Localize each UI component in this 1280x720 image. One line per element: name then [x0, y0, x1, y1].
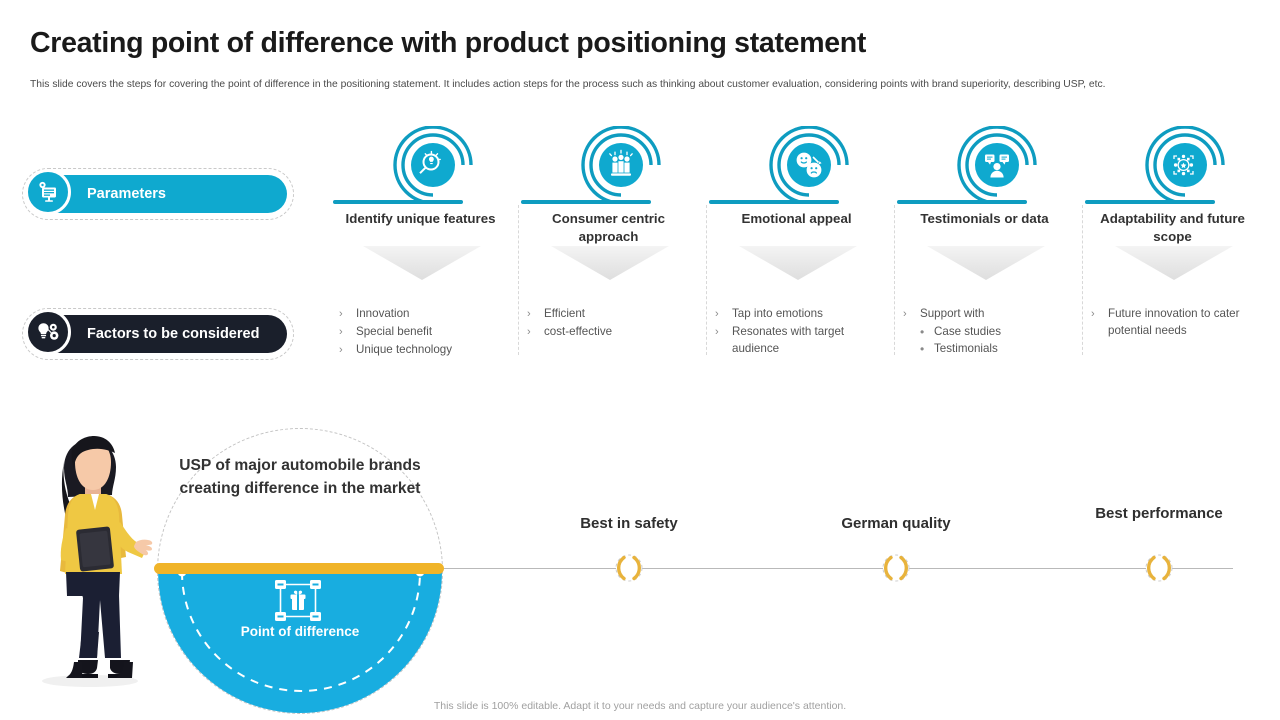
- chevron-bullet-icon: ›: [527, 308, 531, 320]
- list-item: › Support with: [903, 306, 1075, 323]
- column-divider: [1082, 205, 1083, 355]
- chevron-bullet-icon: ›: [715, 308, 719, 320]
- timeline-label-1: Best in safety: [580, 515, 678, 532]
- column-title: Consumer centric approach: [551, 211, 666, 244]
- column-list: › Support with • Case studies • Testimon…: [903, 306, 1075, 359]
- column-identify-unique-features[interactable]: Identify unique features › Innovation › …: [333, 125, 508, 356]
- list-item-text: Support with: [920, 307, 985, 320]
- column-adaptability-and-future-scope[interactable]: Adaptability and future scope › Future i…: [1085, 125, 1260, 337]
- column-testimonials-or-data[interactable]: Testimonials or data › Support with • Ca…: [897, 125, 1072, 356]
- chevron-bullet-icon: ›: [527, 325, 531, 338]
- column-accent-bar: [897, 200, 1027, 204]
- column-accent-bar: [709, 200, 839, 204]
- timeline-label-3: Best performance: [1095, 505, 1223, 522]
- timeline-node-1[interactable]: [613, 552, 645, 584]
- sub-list-item: • Testimonials: [903, 341, 1075, 359]
- chevron-bullet-icon: ›: [1091, 308, 1095, 320]
- chevron-bullet-icon: ›: [339, 325, 343, 338]
- timeline-node-2[interactable]: [880, 552, 912, 584]
- adaptability-network-icon: [1137, 125, 1233, 205]
- magnifier-lightbulb-icon: [385, 125, 481, 205]
- chevron-down-icon: [1115, 246, 1233, 282]
- timeline-axis: [443, 568, 1233, 569]
- list-item-text: Special benefit: [356, 324, 433, 338]
- monitor-settings-icon: [25, 169, 71, 215]
- chevron-bullet-icon: ›: [715, 325, 719, 338]
- row-label-text: Parameters: [87, 186, 166, 202]
- sub-list-item-text: Testimonials: [934, 342, 998, 356]
- list-item-text: cost-effective: [544, 324, 613, 338]
- column-accent-bar: [333, 200, 463, 204]
- column-list: › Tap into emotions › Resonates with tar…: [715, 306, 887, 359]
- row-label-text: Factors to be considered: [87, 326, 260, 342]
- dot-bullet-icon: •: [920, 342, 925, 357]
- list-item-text: Efficient: [544, 307, 586, 320]
- usp-text: USP of major automobile brands creating …: [179, 457, 421, 497]
- list-item-text: Unique technology: [356, 342, 453, 356]
- list-item-text: Innovation: [356, 307, 410, 320]
- chevron-bullet-icon: ›: [339, 308, 343, 320]
- list-item: › Special benefit: [339, 324, 511, 341]
- list-item: › Tap into emotions: [715, 306, 887, 323]
- list-item: › Resonates with target audience: [715, 324, 887, 358]
- list-item: › cost-effective: [527, 324, 699, 341]
- list-item: › Unique technology: [339, 342, 511, 359]
- timeline-node-3[interactable]: [1143, 552, 1175, 584]
- footer-note: This slide is 100% editable. Adapt it to…: [433, 700, 847, 712]
- bulb-gears-icon: [25, 309, 71, 355]
- businesswoman-presenting-illustration: [28, 432, 158, 690]
- column-emotional-appeal[interactable]: Emotional appeal › Tap into emotions › R…: [709, 125, 884, 355]
- list-item-text: Resonates with target audience: [732, 324, 845, 355]
- list-item-text: Future innovation to cater potential nee…: [1108, 307, 1240, 337]
- chevron-bullet-icon: ›: [339, 343, 343, 356]
- column-title: Adaptability and future scope: [1100, 211, 1245, 244]
- row-label-parameters[interactable]: Parameters: [22, 168, 294, 220]
- column-divider: [894, 205, 895, 355]
- chevron-down-icon: [363, 246, 481, 282]
- sub-list-item-text: Case studies: [934, 324, 1002, 338]
- chevron-bullet-icon: ›: [903, 308, 907, 320]
- emotion-faces-icon: [761, 125, 857, 205]
- column-title: Testimonials or data: [920, 211, 1049, 226]
- usp-divider-bar: [154, 563, 444, 574]
- sub-list-item: • Case studies: [903, 324, 1075, 342]
- point-of-difference-label: Point of difference: [240, 624, 360, 639]
- chevron-down-icon: [739, 246, 857, 282]
- gift-network-icon: [272, 578, 324, 624]
- pill-background: [29, 315, 287, 353]
- column-list: › Efficient › cost-effective: [527, 306, 699, 342]
- column-divider: [706, 205, 707, 355]
- row-label-factors[interactable]: Factors to be considered: [22, 308, 294, 360]
- column-accent-bar: [521, 200, 651, 204]
- column-list: › Future innovation to cater potential n…: [1091, 306, 1263, 341]
- page-title: Creating point of difference with produc…: [30, 27, 867, 59]
- testimonial-person-icon: [949, 125, 1045, 205]
- page-subtitle: This slide covers the steps for covering…: [30, 79, 1106, 90]
- timeline-label-2: German quality: [841, 515, 951, 532]
- column-consumer-centric-approach[interactable]: Consumer centric approach › Efficient › …: [521, 125, 696, 338]
- list-item: › Future innovation to cater potential n…: [1091, 306, 1263, 340]
- column-accent-bar: [1085, 200, 1215, 204]
- people-group-icon: [573, 125, 669, 205]
- chevron-down-icon: [551, 246, 669, 282]
- list-item: › Efficient: [527, 306, 699, 323]
- list-item: › Innovation: [339, 306, 511, 323]
- pill-background: [29, 175, 287, 213]
- dot-bullet-icon: •: [920, 324, 925, 339]
- column-title: Identify unique features: [345, 211, 496, 226]
- list-item-text: Tap into emotions: [732, 307, 823, 320]
- column-title: Emotional appeal: [741, 211, 852, 226]
- column-list: › Innovation › Special benefit › Unique …: [339, 306, 511, 360]
- chevron-down-icon: [927, 246, 1045, 282]
- column-divider: [518, 205, 519, 355]
